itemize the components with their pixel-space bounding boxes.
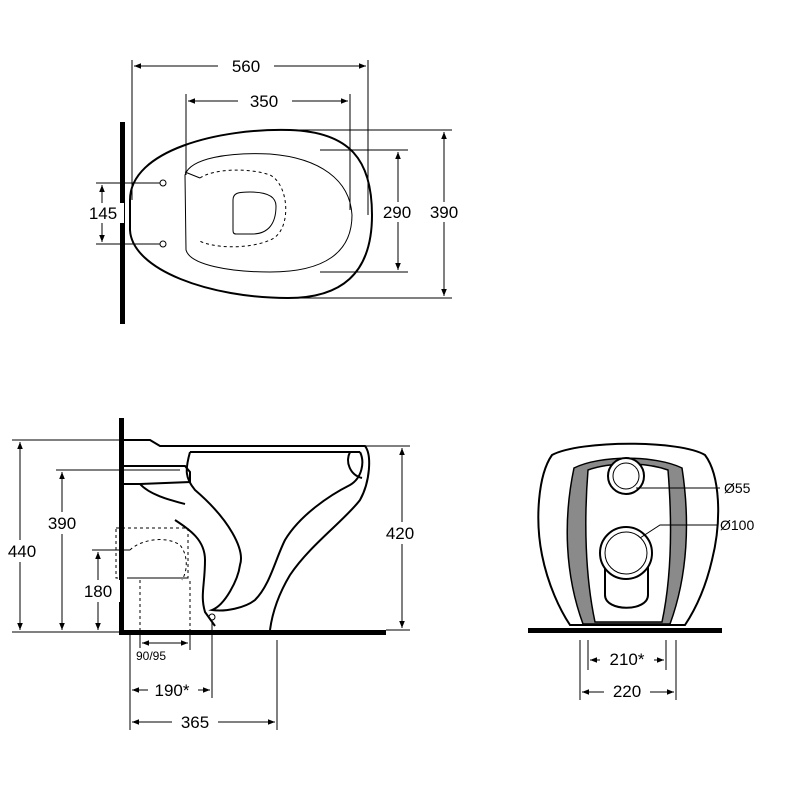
dim-overall-height: 440: [8, 542, 36, 561]
top-bolt-hole-upper: [159, 179, 167, 187]
top-view: 560 350 145 290 390: [84, 56, 466, 324]
rear-body-outline: [537, 442, 720, 626]
side-floor: [119, 630, 386, 635]
top-bowl-outline: [129, 128, 374, 300]
dim-overall-width: 390: [430, 203, 458, 222]
rear-floor: [528, 628, 722, 633]
top-bowl-opening: [232, 191, 277, 235]
dim-bolt-distance: 210*: [610, 650, 645, 669]
dim-inner-width: 290: [383, 203, 411, 222]
side-bowl-inner: [185, 451, 364, 612]
side-trap: [174, 519, 216, 627]
side-fixing-hole: [208, 613, 216, 621]
rear-outlet: [599, 526, 653, 580]
top-seat-outline: [184, 153, 353, 273]
dim-bolt-spacing: 145: [89, 204, 117, 223]
side-bowl-outline: [124, 439, 371, 631]
top-bolt-hole-lower: [159, 240, 167, 248]
dim-rear-outlet-diameter: Ø100: [720, 517, 754, 533]
dim-bowl-length: 350: [250, 92, 278, 111]
dim-inlet-diameter: Ø55: [724, 480, 751, 496]
dim-outlet-diameter: 90/95: [136, 649, 166, 663]
dim-outlet-distance: 190*: [155, 681, 190, 700]
top-inner-rim: [197, 169, 287, 248]
dim-fixing-distance: 365: [181, 713, 209, 732]
side-view: 440 390 180 420 90/95 190* 365: [2, 418, 422, 732]
side-wall: [119, 418, 124, 634]
side-outlet-dashed: [115, 527, 191, 633]
dim-outlet-height: 180: [84, 582, 112, 601]
dim-overall-length: 560: [232, 57, 260, 76]
dim-base-width: 220: [613, 682, 641, 701]
top-hinge-line: [184, 171, 201, 179]
rear-view: Ø55 Ø100 210* 220: [528, 442, 754, 702]
side-inlet: [124, 465, 191, 485]
dim-rim-height: 420: [386, 524, 414, 543]
dim-inlet-height: 390: [48, 514, 76, 533]
